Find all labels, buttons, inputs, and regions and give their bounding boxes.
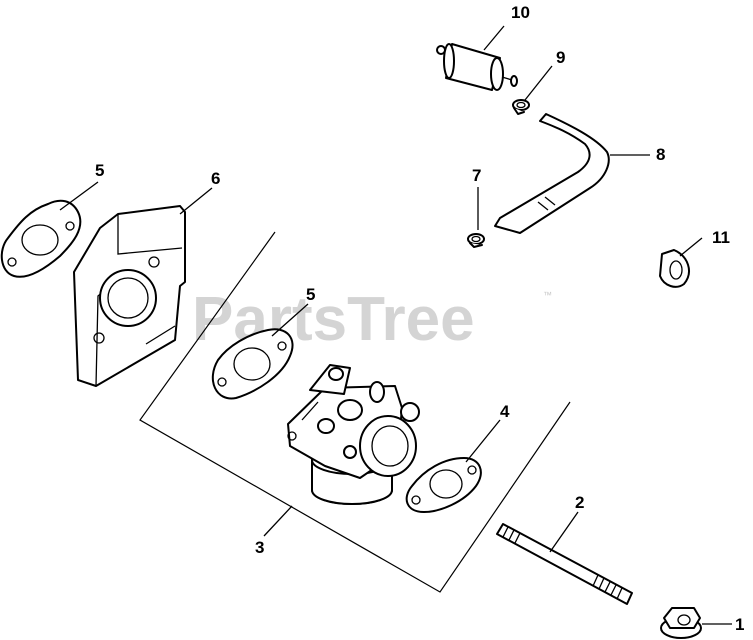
hose-clamp-part[interactable] (467, 233, 485, 248)
callout-4: 4 (500, 402, 510, 421)
carburetor-part[interactable] (287, 364, 420, 505)
hose-clamp-small-part[interactable] (512, 99, 530, 115)
line-clip-part[interactable] (659, 249, 690, 288)
assembly-frame (139, 231, 571, 593)
trademark-symbol: ™ (543, 290, 552, 300)
gasket-lower-part[interactable] (405, 457, 482, 513)
leader-5a (59, 181, 99, 211)
flange-nut-part[interactable] (660, 607, 702, 639)
gasket-upper-part[interactable] (0, 199, 82, 278)
callout-1: 1 (735, 615, 744, 634)
callout-2: 2 (575, 493, 584, 512)
leader-4 (465, 419, 501, 463)
fuel-filter-part[interactable] (436, 43, 518, 91)
callout-8: 8 (656, 145, 665, 164)
callout-5-center: 5 (306, 285, 315, 304)
mounting-stud-part[interactable] (496, 523, 633, 605)
callout-10: 10 (511, 3, 530, 22)
callout-11: 11 (712, 228, 730, 247)
carburetor-spacer-part[interactable] (73, 205, 186, 387)
fuel-line-part[interactable] (494, 113, 610, 234)
leader-2 (549, 511, 579, 553)
leader-6 (179, 187, 213, 215)
gasket-center-part[interactable] (211, 328, 294, 400)
leader-5b (271, 303, 309, 337)
callout-5-upper: 5 (95, 161, 104, 180)
leader-9 (524, 65, 553, 101)
leader-3 (263, 505, 293, 537)
leader-10 (483, 25, 505, 51)
callout-6: 6 (211, 169, 220, 188)
callout-7: 7 (472, 166, 481, 185)
callout-9: 9 (556, 48, 565, 67)
callout-3: 3 (255, 538, 264, 557)
leader-11 (679, 237, 703, 257)
